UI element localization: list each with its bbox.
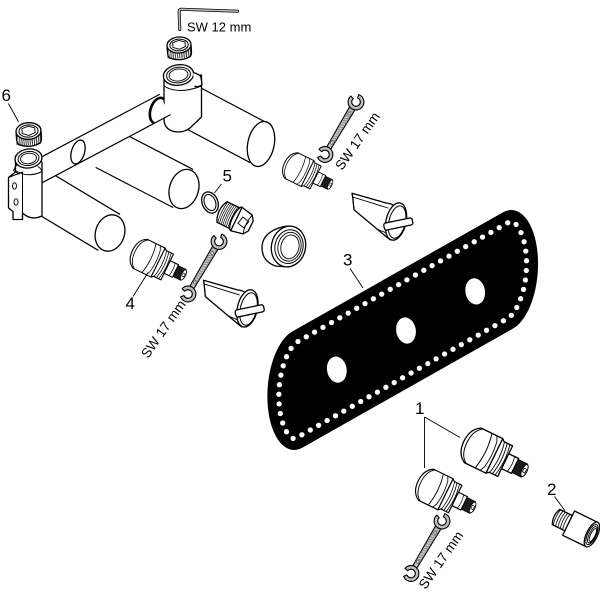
svg-text:4: 4 bbox=[126, 294, 135, 313]
svg-text:5: 5 bbox=[223, 167, 232, 186]
svg-text:1: 1 bbox=[415, 399, 424, 418]
svg-text:SW 12 mm: SW 12 mm bbox=[187, 20, 251, 35]
svg-text:2: 2 bbox=[547, 480, 556, 499]
svg-text:6: 6 bbox=[2, 86, 11, 105]
svg-text:3: 3 bbox=[343, 251, 352, 270]
